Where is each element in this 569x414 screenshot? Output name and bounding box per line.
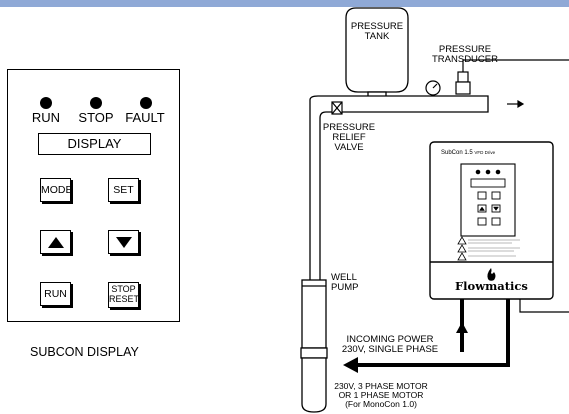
stop-indicator-label: STOP (78, 110, 114, 125)
motor-arrow-icon (343, 357, 358, 373)
relief-valve (331, 101, 343, 115)
mode-button[interactable]: MODE (40, 178, 73, 202)
display-screen: DISPLAY (38, 133, 151, 155)
power-cables (348, 299, 510, 367)
stop-reset-line2: RESET (109, 294, 140, 304)
incoming-power-arrow-icon (456, 322, 468, 333)
set-button[interactable]: SET (108, 178, 139, 202)
main-pipe (309, 95, 489, 291)
stop-indicator-led (90, 97, 102, 109)
flow-arrow-icon (507, 99, 525, 109)
down-arrow-icon (116, 237, 132, 248)
sensor-cable (519, 299, 569, 313)
fault-indicator-led (140, 97, 152, 109)
up-arrow-icon (48, 237, 64, 248)
up-button[interactable] (40, 230, 71, 254)
warning-icon (457, 236, 467, 261)
down-button[interactable] (108, 230, 139, 254)
subcon-display-panel: RUN STOP FAULT DISPLAY MODE SET RUN STOP… (7, 69, 180, 322)
flowmatics-brand: Flowmatics (455, 279, 528, 293)
run-button[interactable]: RUN (40, 282, 71, 306)
stop-reset-line1: STOP (111, 284, 136, 294)
run-indicator-label: RUN (31, 110, 61, 125)
stop-reset-button[interactable]: STOP RESET (108, 282, 139, 308)
subcon-display-caption: SUBCON DISPLAY (30, 345, 139, 359)
top-accent-bar (0, 0, 569, 7)
flowmatics-logo-icon (487, 268, 496, 281)
pressure-gauge (425, 80, 441, 96)
drive-model-label: SubCon 1.5 VFD Drive (441, 150, 496, 156)
pressure-transducer (455, 59, 569, 95)
well-pump (300, 279, 328, 413)
run-indicator-led (40, 97, 52, 109)
fault-indicator-label: FAULT (125, 110, 165, 125)
